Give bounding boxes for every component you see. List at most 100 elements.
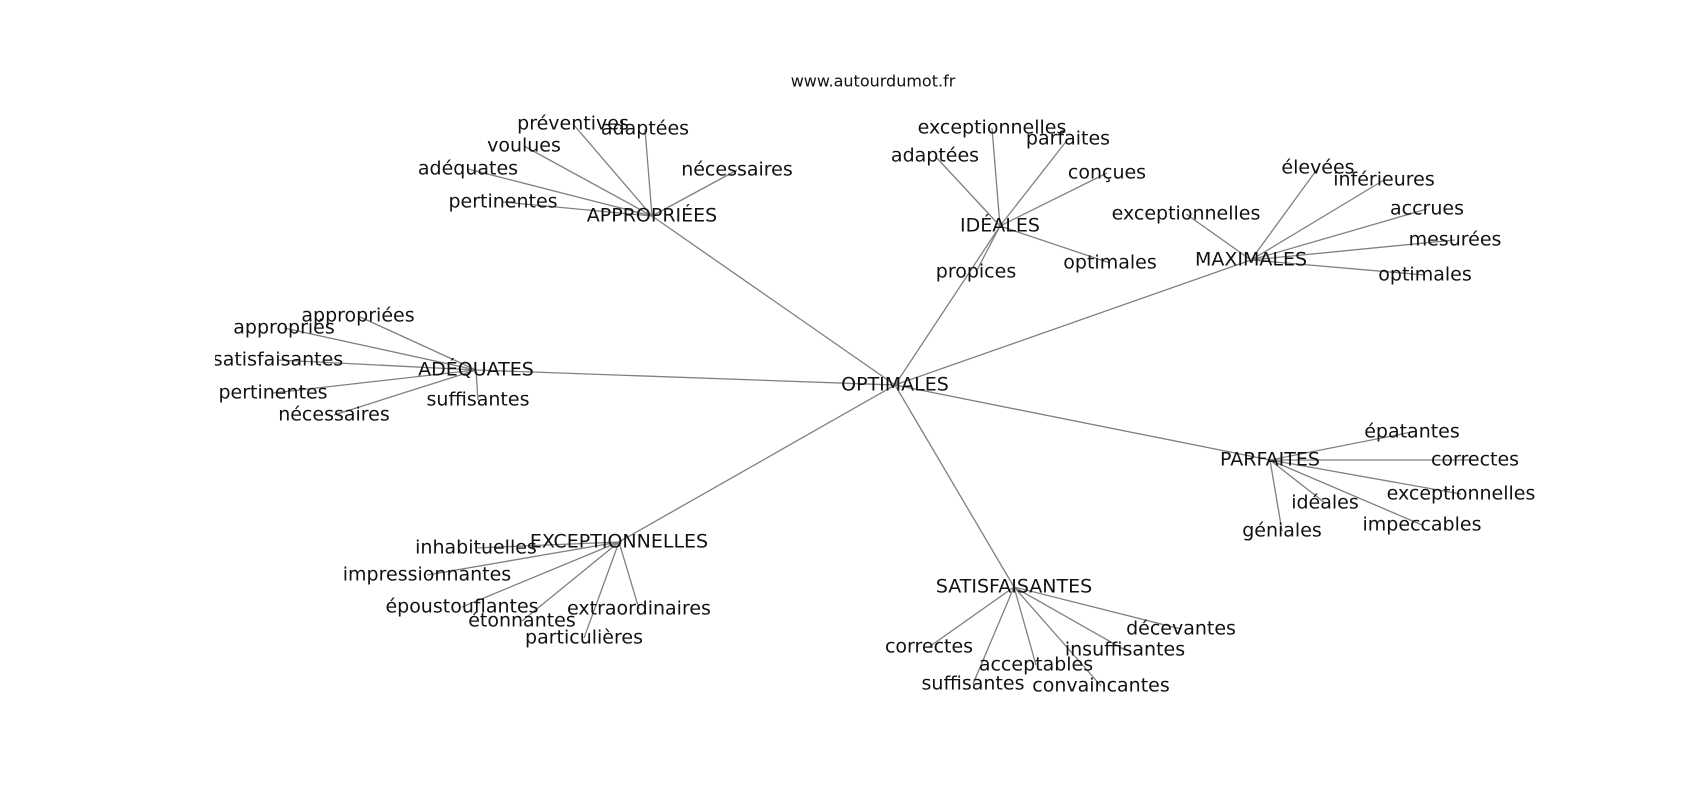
hub-word-label: SATISFAISANTES	[936, 576, 1092, 598]
leaf-word-label: pertinentes	[218, 382, 327, 404]
edge-hub-leaf	[644, 128, 653, 217]
leaf-word-label: convaincantes	[1032, 675, 1170, 697]
edge-hub-leaf	[934, 155, 1001, 227]
edge-center-hub	[651, 215, 896, 386]
edge-hub-leaf	[999, 172, 1108, 227]
site-label: www.autourdumot.fr	[791, 72, 956, 91]
edge-hub-leaf	[1250, 239, 1456, 261]
edge-hub-leaf	[333, 369, 477, 416]
center-word-label: OPTIMALES	[841, 374, 949, 396]
leaf-word-label: voulues	[487, 135, 561, 157]
edge-hub-leaf	[426, 541, 620, 576]
leaf-word-label: mesurées	[1409, 229, 1502, 251]
leaf-word-label: correctes	[1431, 449, 1519, 471]
edge-hub-leaf	[1250, 179, 1385, 261]
edge-hub-leaf	[277, 359, 477, 371]
edge-hub-leaf	[572, 123, 653, 217]
leaf-word-label: épatantes	[1364, 421, 1460, 443]
edge-hub-leaf	[1013, 586, 1102, 687]
edge-hub-leaf	[521, 541, 620, 622]
hub-word-label: MAXIMALES	[1195, 249, 1307, 271]
leaf-word-label: inhabituelles	[415, 537, 537, 559]
leaf-word-label: impeccables	[1362, 514, 1481, 536]
edge-hub-leaf	[583, 541, 620, 639]
leaf-word-label: idéales	[1291, 492, 1359, 514]
leaf-word-label: exceptionnelles	[918, 117, 1067, 139]
leaf-word-label: optimales	[1378, 264, 1471, 286]
hub-word-label: IDÉALES	[960, 214, 1040, 237]
edge-hub-leaf	[461, 541, 620, 608]
edge-center-hub	[894, 259, 1252, 386]
leaf-word-label: conçues	[1068, 162, 1146, 184]
leaf-word-label: géniales	[1242, 520, 1322, 542]
hub-word-label: ADÉQUATES	[418, 358, 534, 381]
edge-hub-leaf	[357, 315, 477, 371]
edge-hub-leaf	[991, 127, 1001, 227]
leaf-word-label: appropriées	[301, 305, 414, 327]
edge-hub-leaf	[928, 586, 1015, 648]
graph-edges	[272, 123, 1475, 687]
leaf-word-label: suffisantes	[427, 389, 530, 411]
leaf-word-label: particulières	[525, 627, 643, 649]
edge-hub-leaf	[651, 169, 738, 217]
leaf-word-label: impressionnantes	[343, 564, 511, 586]
edge-hub-leaf	[1269, 459, 1423, 526]
leaf-word-label: appropriés	[233, 317, 335, 339]
leaf-word-label: accrues	[1390, 198, 1464, 220]
leaf-word-label: pertinentes	[448, 191, 557, 213]
edge-hub-leaf	[1269, 459, 1283, 532]
leaf-word-label: exceptionnelles	[1112, 203, 1261, 225]
edge-hub-leaf	[1269, 431, 1413, 461]
leaf-word-label: adaptées	[891, 145, 979, 167]
edge-hub-leaf	[1250, 167, 1319, 261]
edge-hub-leaf	[467, 168, 653, 217]
edge-hub-leaf	[972, 586, 1015, 685]
edge-hub-leaf	[523, 145, 653, 217]
edge-hub-leaf	[1269, 459, 1462, 495]
edge-hub-leaf	[999, 138, 1069, 227]
leaf-word-label: extraordinaires	[567, 598, 711, 620]
leaf-word-label: acceptables	[979, 654, 1093, 676]
leaf-word-label: parfaites	[1026, 128, 1110, 150]
leaf-word-label: propices	[936, 261, 1016, 283]
leaf-word-label: satisfaisantes	[213, 349, 343, 371]
leaf-word-label: insuffisantes	[1065, 639, 1185, 661]
leaf-word-label: préventives	[517, 113, 629, 135]
leaf-word-label: nécessaires	[681, 159, 793, 181]
leaf-word-label: étonnantes	[468, 610, 576, 632]
edge-hub-leaf	[1013, 586, 1037, 666]
edge-hub-leaf	[475, 369, 479, 401]
edge-hub-leaf	[975, 225, 1001, 273]
edge-hub-leaf	[272, 369, 477, 394]
leaf-word-label: élevées	[1281, 157, 1354, 179]
edge-hub-leaf	[1250, 259, 1426, 276]
edge-hub-leaf	[999, 225, 1111, 264]
leaf-word-label: nécessaires	[278, 404, 390, 426]
edge-center-hub	[894, 384, 1271, 461]
hub-word-label: APPROPRIÉES	[587, 204, 717, 227]
leaf-word-label: époustouflantes	[385, 596, 538, 618]
edge-hub-leaf	[618, 541, 640, 610]
leaf-word-label: correctes	[885, 636, 973, 658]
edge-hub-leaf	[1185, 213, 1252, 261]
leaf-word-label: suffisantes	[922, 673, 1025, 695]
edge-center-hub	[475, 369, 896, 386]
edge-hub-leaf	[283, 327, 477, 371]
edge-center-hub	[618, 384, 896, 543]
edge-hub-leaf	[1250, 208, 1428, 261]
edge-center-hub	[894, 225, 1001, 386]
leaf-word-label: décevantes	[1126, 618, 1236, 640]
edge-hub-leaf	[502, 201, 653, 217]
edge-hub-leaf	[1013, 586, 1182, 630]
hub-word-label: PARFAITES	[1220, 449, 1320, 471]
leaf-word-label: inférieures	[1333, 169, 1435, 191]
edge-center-hub	[894, 384, 1015, 588]
leaf-word-label: exceptionnelles	[1387, 483, 1536, 505]
leaf-word-label: adaptées	[601, 118, 689, 140]
hub-word-label: EXCEPTIONNELLES	[530, 531, 708, 553]
leaf-word-label: optimales	[1063, 252, 1156, 274]
leaf-word-label: adéquates	[418, 158, 518, 180]
edge-hub-leaf	[475, 541, 620, 549]
